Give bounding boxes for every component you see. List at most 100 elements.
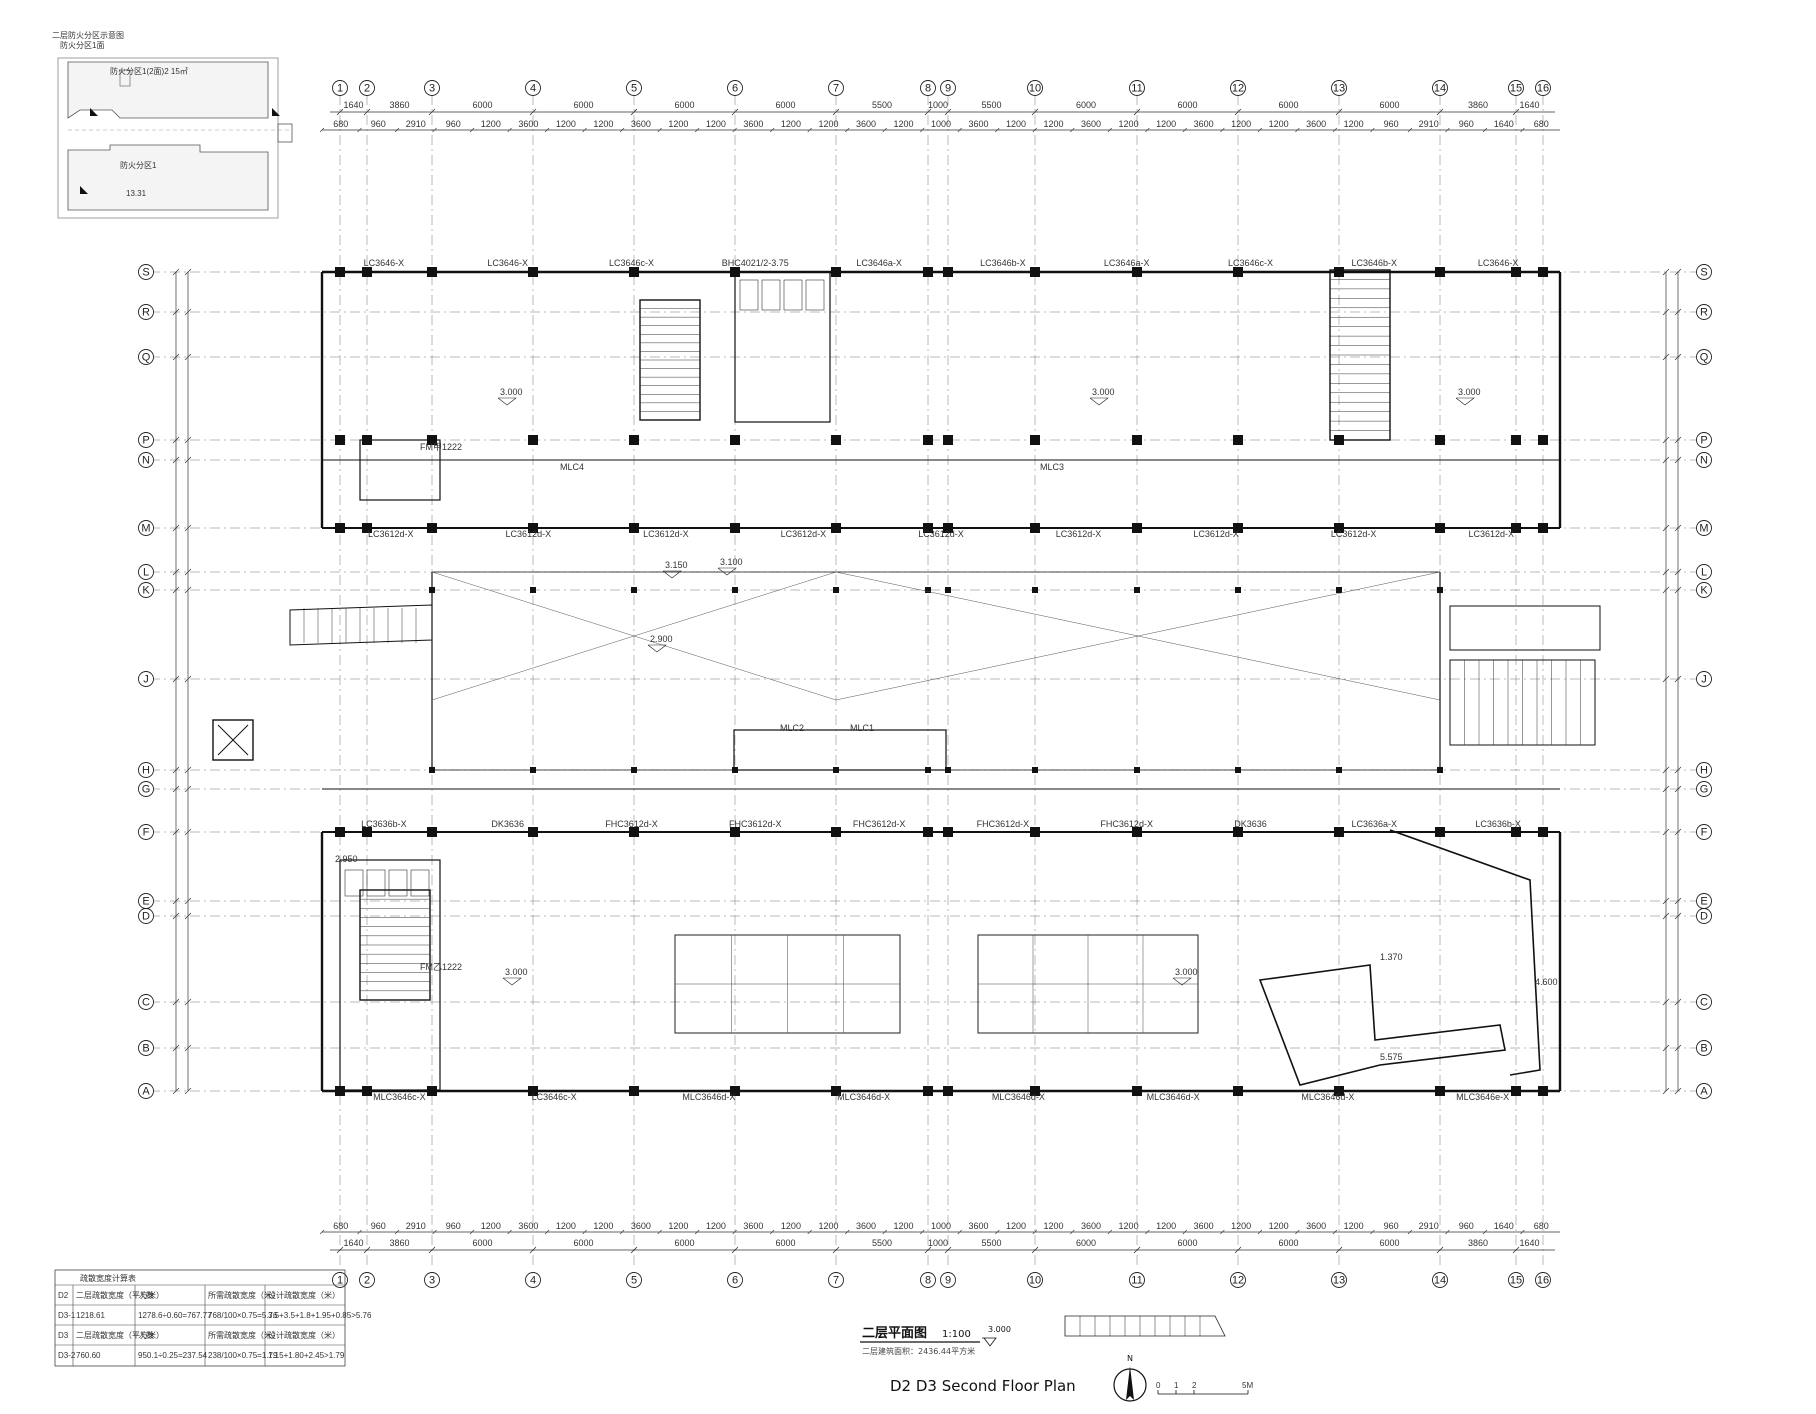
dim-tick (1662, 897, 1670, 905)
axis-bubble (1696, 994, 1712, 1010)
column (943, 267, 953, 277)
column-small (1134, 767, 1140, 773)
axis-label: E (142, 896, 149, 908)
dim-tick (1662, 1087, 1670, 1095)
dim-detail-bottom: 1200 (893, 1221, 913, 1231)
column (1538, 1086, 1548, 1096)
column (1435, 523, 1445, 533)
window-tag-top: LC3646b-X (1352, 258, 1398, 268)
annotation: FM乙1222 (420, 962, 462, 972)
column (629, 435, 639, 445)
axis-bubble (1508, 1272, 1524, 1288)
dim-tick (357, 1229, 362, 1235)
annotation: 5.575 (1380, 1052, 1403, 1062)
dim-tick (1662, 524, 1670, 532)
axis-bubble (1696, 824, 1712, 840)
dim-tick (184, 766, 192, 774)
dim-tick (1520, 1229, 1525, 1235)
dim-detail-bottom: 960 (371, 1221, 386, 1231)
dim-tick (630, 1246, 638, 1254)
column (335, 827, 345, 837)
axis-label: J (143, 674, 149, 686)
window-tag-low: FHC3612d-X (605, 819, 658, 829)
dim-detail-top: 1200 (893, 119, 913, 129)
axis-bubble (1129, 80, 1145, 96)
toilet-stall (366, 869, 386, 897)
dim-tick (769, 127, 775, 133)
axis-bubble (424, 1272, 440, 1288)
axis-label: Q (1700, 352, 1709, 364)
atrium-diagonal (835, 571, 1441, 701)
dim-tick (1674, 436, 1682, 444)
axis-label: 9 (945, 83, 951, 95)
level-symbol (662, 570, 682, 579)
dim-tick (582, 127, 587, 133)
axis-label: 8 (925, 1275, 931, 1287)
dim-detail-top: 3600 (743, 119, 763, 129)
axis-bubble (1129, 1272, 1145, 1288)
axis-label: H (1700, 765, 1708, 777)
axis-bubble (920, 1272, 936, 1288)
dim-detail-top: 1200 (593, 119, 613, 129)
axis-bubble (138, 762, 154, 778)
dim-tick (507, 127, 512, 133)
dim-tick (363, 108, 371, 116)
window-tag-top: BHC4021/2-3.75 (722, 258, 789, 268)
dim-tick (1032, 1229, 1037, 1235)
schedule-cell: 二层疏散宽度（平方米） (76, 1290, 164, 1300)
axis-label: J (1701, 674, 1707, 686)
axis-label: A (1700, 1086, 1708, 1098)
dim-tick (184, 998, 192, 1006)
toilet-stall (344, 869, 364, 897)
dim-tick (1407, 127, 1413, 133)
dim-top: 6000 (1278, 100, 1298, 110)
column (1030, 1086, 1040, 1096)
dim-tick (172, 1044, 180, 1052)
annotation: MLC2 (780, 723, 804, 733)
window-tag-top: LC3646a-X (856, 258, 902, 268)
column (427, 523, 437, 533)
dim-tick (807, 127, 812, 133)
column-small (945, 767, 951, 773)
dim-tick (1662, 308, 1670, 316)
dim-tick (428, 1246, 436, 1254)
axis-bubble (1696, 671, 1712, 687)
dim-tick (924, 1246, 932, 1254)
axis-bubble (138, 671, 154, 687)
scale-0: 0 (1156, 1381, 1161, 1390)
window-tag-low: DK3636 (1234, 819, 1267, 829)
column (831, 267, 841, 277)
dim-tick (832, 1246, 840, 1254)
dim-tick (995, 127, 1000, 133)
column (1334, 267, 1344, 277)
column-small (833, 587, 839, 593)
axis-bubble (1696, 908, 1712, 924)
dim-detail-top: 1200 (781, 119, 801, 129)
dim-tick (1674, 897, 1682, 905)
dim-tick (1662, 568, 1670, 576)
axis-bubble (138, 1040, 154, 1056)
dim-tick (1145, 1229, 1150, 1235)
column (943, 523, 953, 533)
dim-detail-bottom: 1200 (593, 1221, 613, 1231)
column (1132, 435, 1142, 445)
axis-label: 7 (833, 83, 839, 95)
dim-bottom: 3860 (389, 1238, 409, 1248)
dim-tick (957, 127, 962, 133)
column (362, 267, 372, 277)
dim-tick (1182, 1229, 1188, 1235)
axis-label: N (1700, 455, 1708, 467)
dim-tick (184, 828, 192, 836)
dim-detail-bottom: 2910 (1419, 1221, 1439, 1231)
dim-tick (1674, 524, 1682, 532)
axis-label: R (142, 307, 150, 319)
dim-detail-bottom: 1200 (556, 1221, 576, 1231)
dim-tick (529, 108, 537, 116)
dim-top: 6000 (674, 100, 694, 110)
dim-tick (1662, 998, 1670, 1006)
column-small (429, 587, 435, 593)
column (1511, 267, 1521, 277)
axis-label: Q (142, 352, 151, 364)
dim-tick (1436, 108, 1444, 116)
